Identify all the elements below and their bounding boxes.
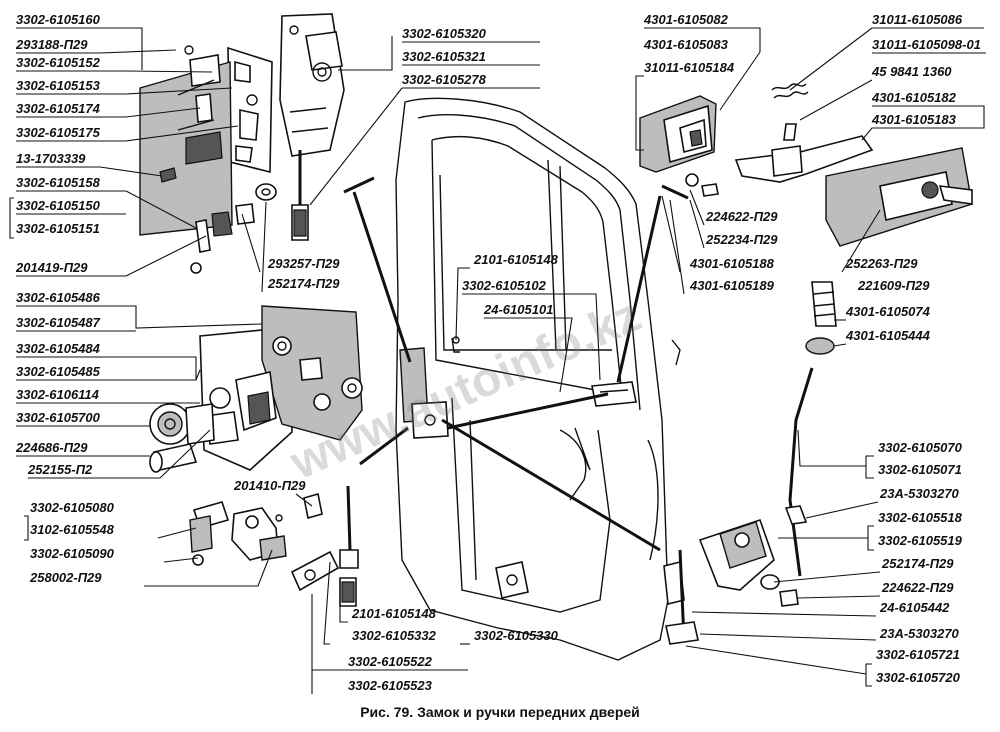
callout-label: 221609-П29 [857,278,930,293]
callout-label: 3302-6105174 [16,101,101,116]
drawing [139,13,973,661]
callout-label: 293257-П29 [267,256,340,271]
callout-label: 31011-6105184 [644,60,735,75]
callout-label: 24-6105442 [879,600,950,615]
callout-label: 3302-6105518 [878,510,963,525]
callout-label: 3302-6105153 [16,78,101,93]
callout-label: 3302-6105102 [462,278,547,293]
callout-label: 4301-6105182 [871,90,957,105]
callout-label: 3302-6105090 [30,546,115,561]
callout-label: 3302-6105070 [878,440,963,455]
callout-label: 4301-6105188 [689,256,775,271]
door-frame [395,97,681,661]
callout-label: 3102-6105548 [30,522,115,537]
callout-label: 3302-6105321 [402,49,486,64]
callout-label: 3302-6105700 [16,410,101,425]
callout-label: 3302-6105080 [30,500,115,515]
callout-label: 3302-6105487 [16,315,101,330]
callout-label: 3302-6105175 [16,125,101,140]
callout-label: 3302-6105158 [16,175,101,190]
leader-lines [9,27,986,694]
callout-label: 258002-П29 [29,570,102,585]
callout-label: 45 9841 1360 [871,64,952,79]
callout-label: 3302-6105519 [878,533,963,548]
callout-label: 3302-6105152 [16,55,101,70]
callout-label: 31011-6105098-01 [872,37,981,52]
callout-label: 3302-6105332 [352,628,437,643]
callout-label: 3302-6106114 [16,387,100,402]
callout-label: 3302-6105071 [878,462,962,477]
callout-label: 31011-6105086 [872,12,963,27]
latch-lower-center [290,485,359,607]
callout-label: 4301-6105082 [643,12,729,27]
callout-label: 24-6105101 [483,302,553,317]
small-parts-lower-left [189,492,323,566]
lock-bracket-assembly [139,45,273,274]
callout-label: 3302-6105522 [348,654,433,669]
callout-label: 224686-П29 [15,440,88,455]
callout-label: 3302-6105720 [876,670,961,685]
callout-label: 4301-6105083 [643,37,729,52]
callout-label: 23А-5303270 [879,486,960,501]
callout-label: 4301-6105183 [871,112,957,127]
callout-label: 252174-П29 [881,556,954,571]
callout-label: 201419-П29 [15,260,88,275]
callout-label: 3302-6105721 [876,647,960,662]
callout-label: 252263-П29 [845,256,918,271]
callout-label: 4301-6105189 [689,278,775,293]
callout-label: 3302-6105485 [16,364,101,379]
callout-label: 201410-П29 [233,478,306,493]
callout-label: 252155-П2 [27,462,93,477]
callout-label: 3302-6105486 [16,290,101,305]
callout-label: 3302-6105160 [16,12,101,27]
callout-label: 23А-5303270 [879,626,960,641]
washer-group [211,183,277,237]
callout-label: 3302-6105484 [16,341,101,356]
callout-label: 3302-6105523 [348,678,433,693]
callout-label: 2101-6105148 [351,606,437,621]
callouts: 3302-6105160 293188-П29 3302-6105152 330… [15,12,981,693]
latch-mechanism [149,305,363,473]
callout-label: 3302-6105151 [16,221,100,236]
callout-label: 293188-П29 [15,37,88,52]
figure-caption: Рис. 79. Замок и ручки передних дверей [360,704,640,720]
callout-label: 13-1703339 [16,151,86,166]
callout-label: 252234-П29 [705,232,778,247]
callout-label: 3302-6105278 [402,72,487,87]
callout-label: 224622-П29 [705,209,778,224]
lock-top-center [279,13,345,241]
callout-label: 2101-6105148 [473,252,559,267]
callout-label: 4301-6105444 [845,328,931,343]
outer-handle-group [639,83,973,577]
callout-label: 4301-6105074 [845,304,931,319]
callout-label: 224622-П29 [881,580,954,595]
callout-label: 252174-П29 [267,276,340,291]
lower-right-bracket [663,505,808,645]
link-lines [343,176,689,552]
callout-label: 3302-6105320 [402,26,487,41]
callout-label: 3302-6105330 [474,628,559,643]
callout-label: 3302-6105150 [16,198,101,213]
